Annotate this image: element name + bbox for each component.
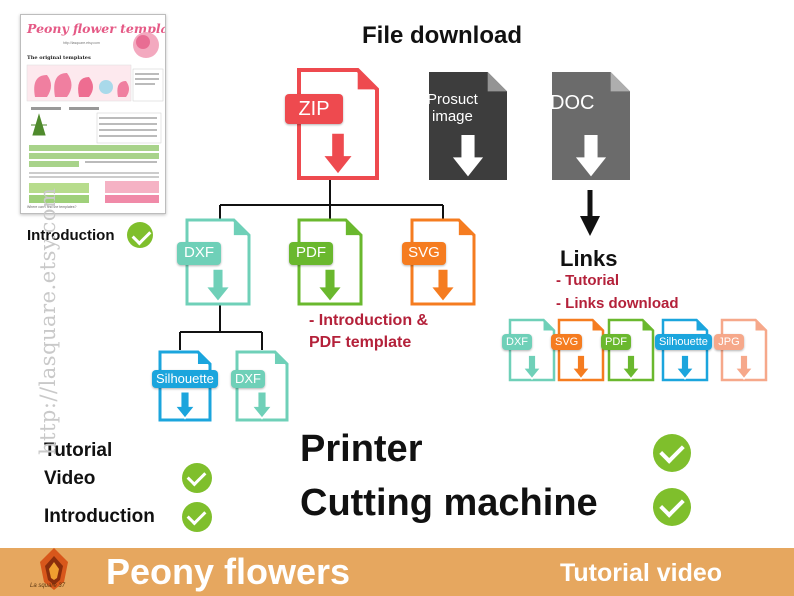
introduction-check-icon [182, 502, 212, 532]
video-label: Video [44, 468, 96, 489]
preview-section-label: The original templates [27, 55, 91, 61]
page-title: File download [362, 22, 522, 49]
file-icon-label: DXF [231, 370, 265, 389]
file-icon-dxf: DXF [502, 318, 556, 382]
file-icon-pdf: PDF [601, 318, 655, 382]
file-icon-label-line1: Prosuct [427, 91, 478, 108]
file-icon-silhouette: Silhouette [152, 350, 218, 422]
links-title: Links [560, 246, 618, 271]
file-icon-label: Silhouette [655, 334, 712, 351]
file-icon-pdf: PDF [289, 218, 363, 306]
file-icon-label: SVG [551, 334, 583, 351]
introduction-label: Introduction [44, 506, 155, 527]
preview-footer: Where can I find the templates? [27, 205, 77, 209]
preview-subtitle: http://lasquare.etsy.com [63, 41, 100, 45]
tutorial-label: Tutorial [44, 440, 113, 461]
file-icon-label: SVG [402, 242, 446, 265]
file-icon-label: DOC [550, 92, 595, 114]
file-icon-jpg: JPG [714, 318, 768, 382]
file-icon-svg: SVG [402, 218, 476, 306]
file-icon-label: DXF [502, 334, 532, 351]
file-icon-silhouette: Silhouette [655, 318, 712, 382]
intro-label: Introduction [27, 227, 115, 244]
file-icon-label: PDF [601, 334, 631, 351]
file-icon-svg: SVG [551, 318, 605, 382]
footer-tutorial-video: Tutorial video [560, 559, 723, 587]
preview-title: Peony flower templates [27, 21, 165, 36]
file-icon-dxf: DXF [177, 218, 251, 306]
template-preview: Peony flower templates http://lasquare.e… [20, 14, 166, 214]
file-icon-label: ZIP [285, 94, 343, 124]
watermark-text: http://lasquare.etsy.com [36, 187, 60, 455]
peony-logo-icon [40, 548, 68, 590]
footer-banner: La square 37 Peony flowers Tutorial vide… [0, 548, 794, 596]
file-icon-label: JPG [714, 334, 744, 351]
file-icon-doc: DOC [550, 70, 632, 182]
file-icon-label: DXF [177, 242, 221, 265]
printer-check-icon [653, 434, 691, 472]
links-item-download: - Links download [556, 295, 679, 312]
pdf-note-line1: - Introduction & [309, 312, 429, 329]
intro-check-icon [127, 222, 153, 248]
preview-illustration [26, 32, 164, 203]
file-icon-zip: ZIP [285, 68, 379, 180]
pdf-note-line2: PDF template [309, 334, 412, 351]
logo-text: La square 37 [30, 583, 66, 589]
links-item-tutorial: - Tutorial [556, 272, 620, 289]
file-icon-label-line2: image [432, 107, 473, 125]
file-icon-label: Silhouette [152, 370, 218, 389]
video-check-icon [182, 463, 212, 493]
file-icon-dxf: DXF [231, 350, 289, 422]
cutting-machine-check-icon [653, 488, 691, 526]
footer-title: Peony flowers [106, 551, 351, 592]
printer-label: Printer [300, 428, 423, 470]
cutting-machine-label: Cutting machine [300, 482, 598, 524]
file-icon-label: PDF [289, 242, 333, 265]
